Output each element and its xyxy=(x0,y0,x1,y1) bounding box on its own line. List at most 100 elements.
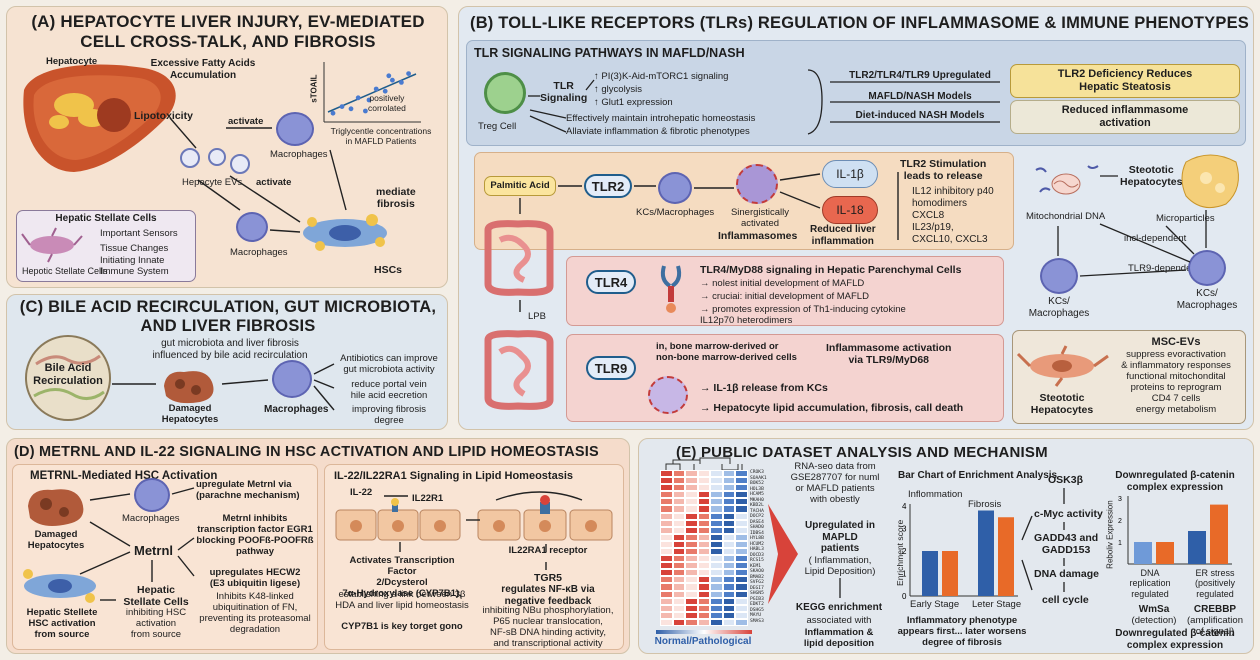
il22ra1-label: IL22RA1 receptor xyxy=(508,545,588,556)
panel-a-title: (A) HEPATOCYTE LIVER INJURY, EV-MEDIATED… xyxy=(31,12,425,51)
heatmap-cell xyxy=(735,533,748,541)
heatmap-cell xyxy=(685,590,698,598)
metrnl-subtitle: METRNL-Mediated HSC Activation xyxy=(30,470,218,482)
scatter-point xyxy=(382,88,388,94)
heatmap-cell xyxy=(697,569,711,577)
heatmap-cell xyxy=(710,590,723,598)
bar-chart-1-tick: 2 xyxy=(902,547,907,556)
heatmap-cell xyxy=(660,484,673,492)
tgr5-regulates: regulates NF-κB via negative feedback xyxy=(501,584,595,607)
downregulated-bottom: Downregulated β-catenin complex expressi… xyxy=(1115,628,1235,651)
il22-box xyxy=(324,464,624,650)
scatter-point xyxy=(390,77,395,83)
tlr2-release-list: IL12 inhibitory p40 homodimers CXCL8 IL2… xyxy=(912,186,994,245)
result-box-2 xyxy=(1010,100,1240,134)
stellate-cell-icon xyxy=(21,227,83,263)
heatmap-cell xyxy=(672,583,686,591)
bar-chart-1-bar xyxy=(942,551,958,596)
scatter-caption: Triglycentle concentrations in MAFLD Pat… xyxy=(330,126,432,146)
syn-activated-label: Sinergistically activated xyxy=(730,207,790,229)
heatmap-cell xyxy=(710,618,723,626)
heatmap-cell xyxy=(685,618,698,626)
scatter-point xyxy=(366,97,372,103)
heatmap-cell xyxy=(735,519,748,527)
heatmap-cell xyxy=(722,590,736,598)
bar-chart-2-tick: 3 xyxy=(1118,496,1122,503)
macrophages-label-2: Macrophages xyxy=(230,247,288,258)
kegg-assoc: associated with xyxy=(806,615,872,626)
heatmap-cell xyxy=(710,470,723,478)
heatmap-cell xyxy=(697,526,711,534)
osk3b-label: OSK3β xyxy=(1048,474,1084,486)
msc-evs-text: suppress evoractivation & inflammatory r… xyxy=(1121,349,1231,415)
cyp7b1-label: CYP7B1 is key torget gono xyxy=(341,621,463,632)
heatmap-cell xyxy=(735,477,748,485)
il22-activates: Activates Transcription Factor 2/Dcyster… xyxy=(342,555,462,599)
heatmap-cell xyxy=(685,484,698,492)
bar-chart-2-bar xyxy=(1134,542,1152,564)
crebbp-detail: (amplification of signal) xyxy=(1187,615,1243,637)
rel-expression-ylabel: Reboliv Expression xyxy=(1105,500,1115,569)
heatmap-cell xyxy=(710,526,723,534)
heatmap-cell xyxy=(685,519,698,527)
scatter-plot xyxy=(323,62,421,123)
heatmap-cell xyxy=(710,498,723,506)
maintain-label: Effectively maintain introhepatic homeos… xyxy=(566,113,756,124)
heatmap-cell xyxy=(672,533,686,541)
macrophages-label-1: Macrophages xyxy=(270,149,328,160)
hecw2-detail: Inhibits K48-linked ubiquitination of FN… xyxy=(199,591,311,635)
heatmap-cell xyxy=(697,583,711,591)
hsc-info-2: Tissue Changes xyxy=(100,243,169,254)
alleviate-label: Allaviate inflammation & fibrotic phenot… xyxy=(566,126,750,137)
metrnl-label: Metrnl xyxy=(134,543,173,558)
tlr9-pill: TLR9 xyxy=(586,356,636,380)
heatmap-cell xyxy=(660,583,673,591)
heatmap-cell xyxy=(697,519,711,527)
scatter-point xyxy=(339,104,345,109)
heatmap-chevron xyxy=(768,504,798,604)
hscs-label: HSCs xyxy=(374,264,403,276)
heatmap-cell xyxy=(710,611,723,619)
palmitic-acid-label: Palmitic Acid xyxy=(490,180,550,191)
microparticles-label: Microparticles xyxy=(1156,213,1215,224)
tlr4-line-2: → cruciai: initial development of MAFLD xyxy=(700,291,869,302)
heatmap-cell xyxy=(722,562,736,570)
inflammasome-cell xyxy=(736,164,778,204)
heatmap-cell xyxy=(685,576,698,584)
heatmap-cell xyxy=(672,555,686,563)
il22-establishing: establishing a link between 3β HDA and l… xyxy=(335,589,469,611)
tlr4-line-3: → promotes expression of Th1-inducing cy… xyxy=(700,304,906,326)
heatmap-cell xyxy=(735,484,748,492)
heatmap-cell xyxy=(735,597,748,605)
heatmap-cell xyxy=(710,576,723,584)
hecw2-label: upregulates HECW2 (E3 ubiquitin ligese) xyxy=(209,567,301,589)
heatmap-cell xyxy=(697,505,711,513)
heatmap-cell xyxy=(735,618,748,626)
wmsa-label: WmSa xyxy=(1138,604,1170,615)
result-1-text: TLR2 Deficiency Reduces Hepatic Steatosi… xyxy=(1057,68,1193,93)
bar-chart-2-tick: 2 xyxy=(1118,518,1122,525)
heatmap-cell xyxy=(660,533,673,541)
heatmap-cell xyxy=(672,526,686,534)
stage-2-label: Leter Stage xyxy=(972,599,1022,610)
heatmap-cell xyxy=(710,512,723,520)
sig-line-3: ↑ Glut1 expression xyxy=(594,97,673,108)
mito-dna-label: Mitochondrial DNA xyxy=(1026,211,1106,222)
heatmap-cell xyxy=(722,477,736,485)
tlr9-line-d-text: Hepatocyte lipid accumulation, fibrosis,… xyxy=(713,402,964,414)
heatmap-cell xyxy=(660,597,673,605)
inflammasomes-label: Inflammasomes xyxy=(718,230,798,242)
heatmap-cell xyxy=(735,547,748,556)
heatmap-cell xyxy=(697,484,711,492)
heatmap-cell xyxy=(685,569,698,577)
phenotype-text: Inflammatory phenotype appears first... … xyxy=(897,615,1027,648)
heatmap-cell xyxy=(722,491,736,499)
wmsa-detail: (detection) xyxy=(1131,615,1177,626)
hepatocyte-row-right xyxy=(477,495,613,541)
heatmap-cell xyxy=(672,519,686,527)
heatmap-cell xyxy=(685,505,698,513)
macrophage-cell-c xyxy=(272,360,312,398)
scatter-point xyxy=(363,108,368,114)
heatmap-cell xyxy=(672,498,686,506)
